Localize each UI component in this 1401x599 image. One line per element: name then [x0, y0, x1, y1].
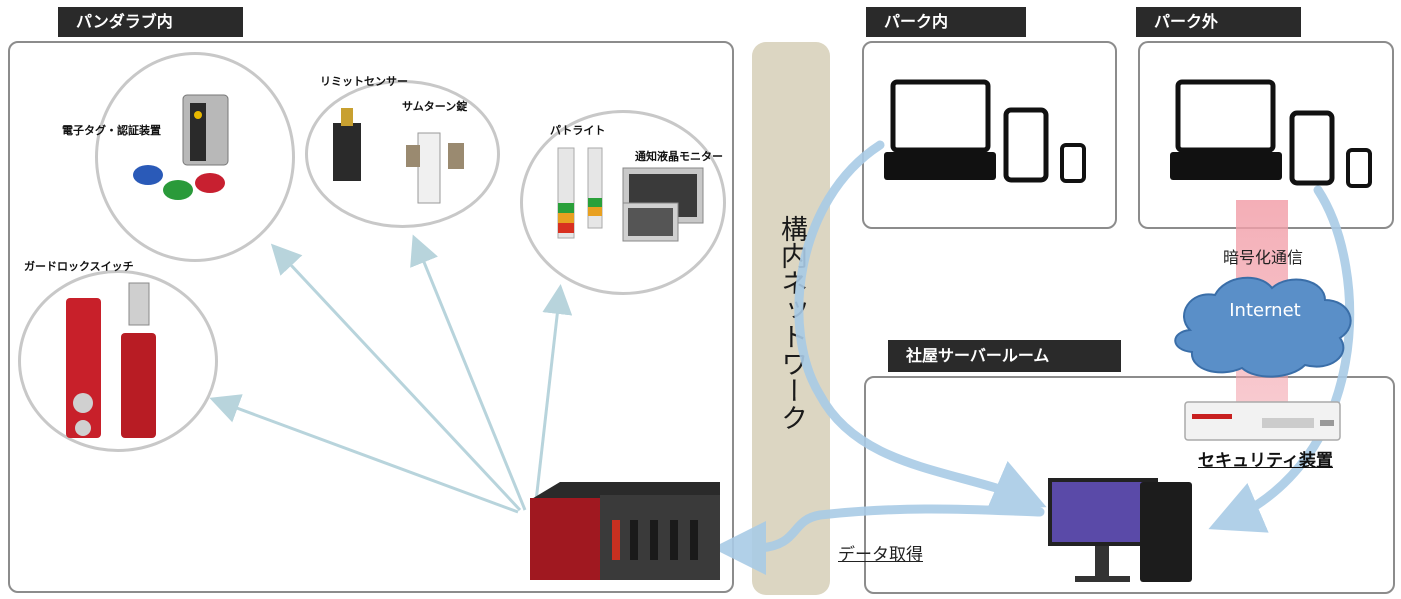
guard-lock-label: ガードロックスイッチ: [24, 260, 134, 273]
arrow-to-limit-sensor: [410, 234, 527, 511]
section-tab-server-room: 社屋サーバールーム: [888, 340, 1121, 372]
encrypted-label: 暗号化通信: [1222, 248, 1303, 267]
guard-lock-circle: [18, 270, 218, 452]
internet-cloud: [1174, 276, 1352, 378]
limit-sensor-label: リミットセンサー: [320, 75, 408, 88]
data-acquisition-label: データ取得: [838, 545, 923, 565]
section-tab-lab: パンダラブ内: [58, 7, 243, 37]
patlite-label: パトライト: [550, 124, 606, 137]
tag-circle: [95, 52, 295, 262]
network-bar: [752, 42, 830, 595]
flow-park-out-to-server: [1208, 185, 1355, 533]
security-label: セキュリティ装置: [1198, 451, 1333, 471]
thumb-lock-label: サムターン錠: [402, 100, 468, 113]
section-tab-park-in: パーク内: [866, 7, 1026, 37]
arrow-to-patlite: [533, 284, 573, 511]
lcd-monitor-label: 通知液晶モニター: [635, 150, 723, 163]
limit-sensor-circle: [305, 80, 500, 228]
flow-server-to-plc: [712, 504, 1045, 575]
patlite-circle: [520, 110, 726, 295]
arrow-to-guard-lock: [209, 394, 519, 514]
internet-label: Internet: [1229, 300, 1301, 321]
flow-park-in-to-server: [794, 140, 1047, 511]
plc-to-devices-arrows: [209, 234, 573, 514]
tag-label: 電子タグ・認証装置: [62, 124, 161, 137]
arrow-to-tag: [270, 243, 522, 512]
section-tab-park-out: パーク外: [1136, 7, 1301, 37]
